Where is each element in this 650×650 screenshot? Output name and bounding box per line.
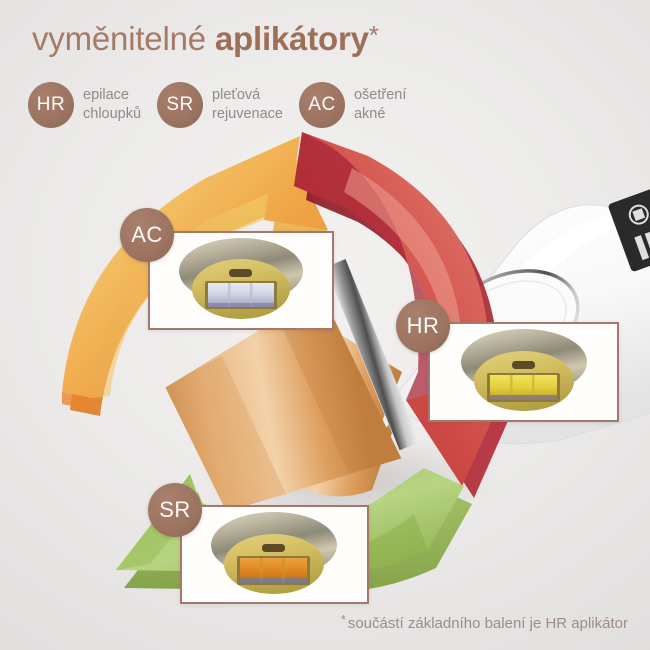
legend-badge-sr: SR [157, 82, 204, 128]
legend-label-hr: epilace chloupků [83, 86, 141, 124]
callout-ac[interactable] [148, 231, 334, 330]
applicator-window-glow-hr [490, 395, 557, 400]
legend-item-ac: AC ošetření akné [298, 82, 406, 128]
footnote-text: součástí základního balení je HR aplikát… [347, 615, 628, 632]
callout-hr[interactable] [428, 322, 619, 422]
legend-badge-ac: AC [298, 82, 345, 128]
legend-label-sr-line2: rejuvenace [212, 106, 283, 122]
top-orange-arrow [62, 136, 334, 416]
legend-label-sr-line1: pleťová [212, 86, 261, 103]
applicator-window-divider-hr-1 [510, 375, 513, 400]
top-orange-arrow-shade [92, 194, 268, 398]
applicator-window-glow-ac [208, 303, 274, 307]
legend-badge-hr: HR [28, 82, 74, 128]
applicator-window-divider-sr-1 [260, 558, 263, 583]
top-orange-arrow-face [62, 136, 328, 398]
applicator-window-divider-ac-2 [250, 283, 253, 307]
marker-sr[interactable]: SR [148, 483, 202, 537]
applicator-photo-sr [182, 507, 367, 602]
applicator-window-glow-sr [240, 578, 307, 583]
legend-item-sr: SR pleťová rejuvenace [157, 82, 283, 128]
display-level-fill [632, 208, 646, 222]
legend-label-ac: ošetření akné [354, 86, 406, 124]
device-applicator-cup [165, 292, 402, 512]
legend-label-sr: pleťová rejuvenace [212, 86, 283, 124]
top-orange-arrow-tail [62, 392, 92, 410]
applicator-window-divider-ac-1 [228, 283, 231, 307]
footnote-asterisk: * [340, 612, 346, 627]
display-bar-2 [644, 231, 650, 257]
marker-hr[interactable]: HR [396, 299, 450, 353]
applicator-window-divider-sr-2 [282, 558, 285, 583]
callout-sr[interactable] [180, 505, 369, 604]
legend-label-hr-line1: epilace [83, 86, 129, 103]
applicator-sensor-sr [262, 544, 285, 552]
applicator-photo-hr [430, 324, 617, 420]
page-title: vyměnitelné aplikátory* [32, 20, 379, 58]
page-title-bold: aplikátory [214, 20, 369, 57]
page-title-light: vyměnitelné [32, 20, 206, 57]
applicator-window-divider-hr-2 [532, 375, 535, 400]
applicator-sensor-ac [229, 269, 252, 277]
display-level-icon [628, 204, 649, 225]
footnote: *součástí základního balení je HR apliká… [341, 612, 628, 632]
legend-label-ac-line2: akné [353, 106, 386, 122]
legend-label-hr-line2: chloupků [83, 106, 142, 122]
legend-item-hr: HR epilace chloupků [28, 82, 141, 128]
applicator-sensor-hr [512, 361, 535, 369]
device-chrome-band [324, 258, 421, 452]
right-red-arrow-shade [294, 132, 441, 400]
legend: HR epilace chloupků SR pleťová rejuvenac… [28, 82, 406, 128]
legend-label-ac-line1: ošetření [353, 86, 407, 103]
applicator-photo-ac [150, 233, 332, 328]
page-title-asterisk: * [368, 20, 379, 50]
marker-ac[interactable]: AC [120, 208, 174, 262]
device-display [608, 179, 650, 272]
display-bar-1 [634, 235, 650, 261]
